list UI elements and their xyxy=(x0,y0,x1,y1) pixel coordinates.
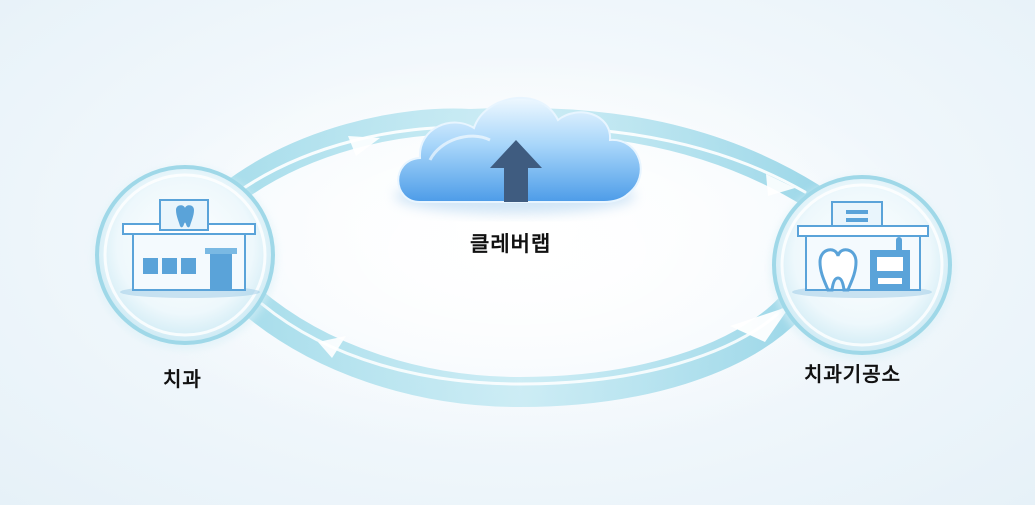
dental-lab-building-icon xyxy=(792,201,932,298)
top-flow-arrow-right xyxy=(766,174,795,196)
cloud-upload-icon xyxy=(397,96,642,203)
cloud-label: 클레버랩 xyxy=(470,232,552,256)
lab-label: 치과기공소 xyxy=(804,362,901,386)
dental-clinic-building-icon xyxy=(120,199,260,298)
bottom-flow-arrow-left xyxy=(318,336,346,358)
top-flow-arrow-left xyxy=(348,136,380,156)
bottom-flow-arrow-right xyxy=(730,306,790,342)
clinic-label: 치과 xyxy=(163,367,202,391)
